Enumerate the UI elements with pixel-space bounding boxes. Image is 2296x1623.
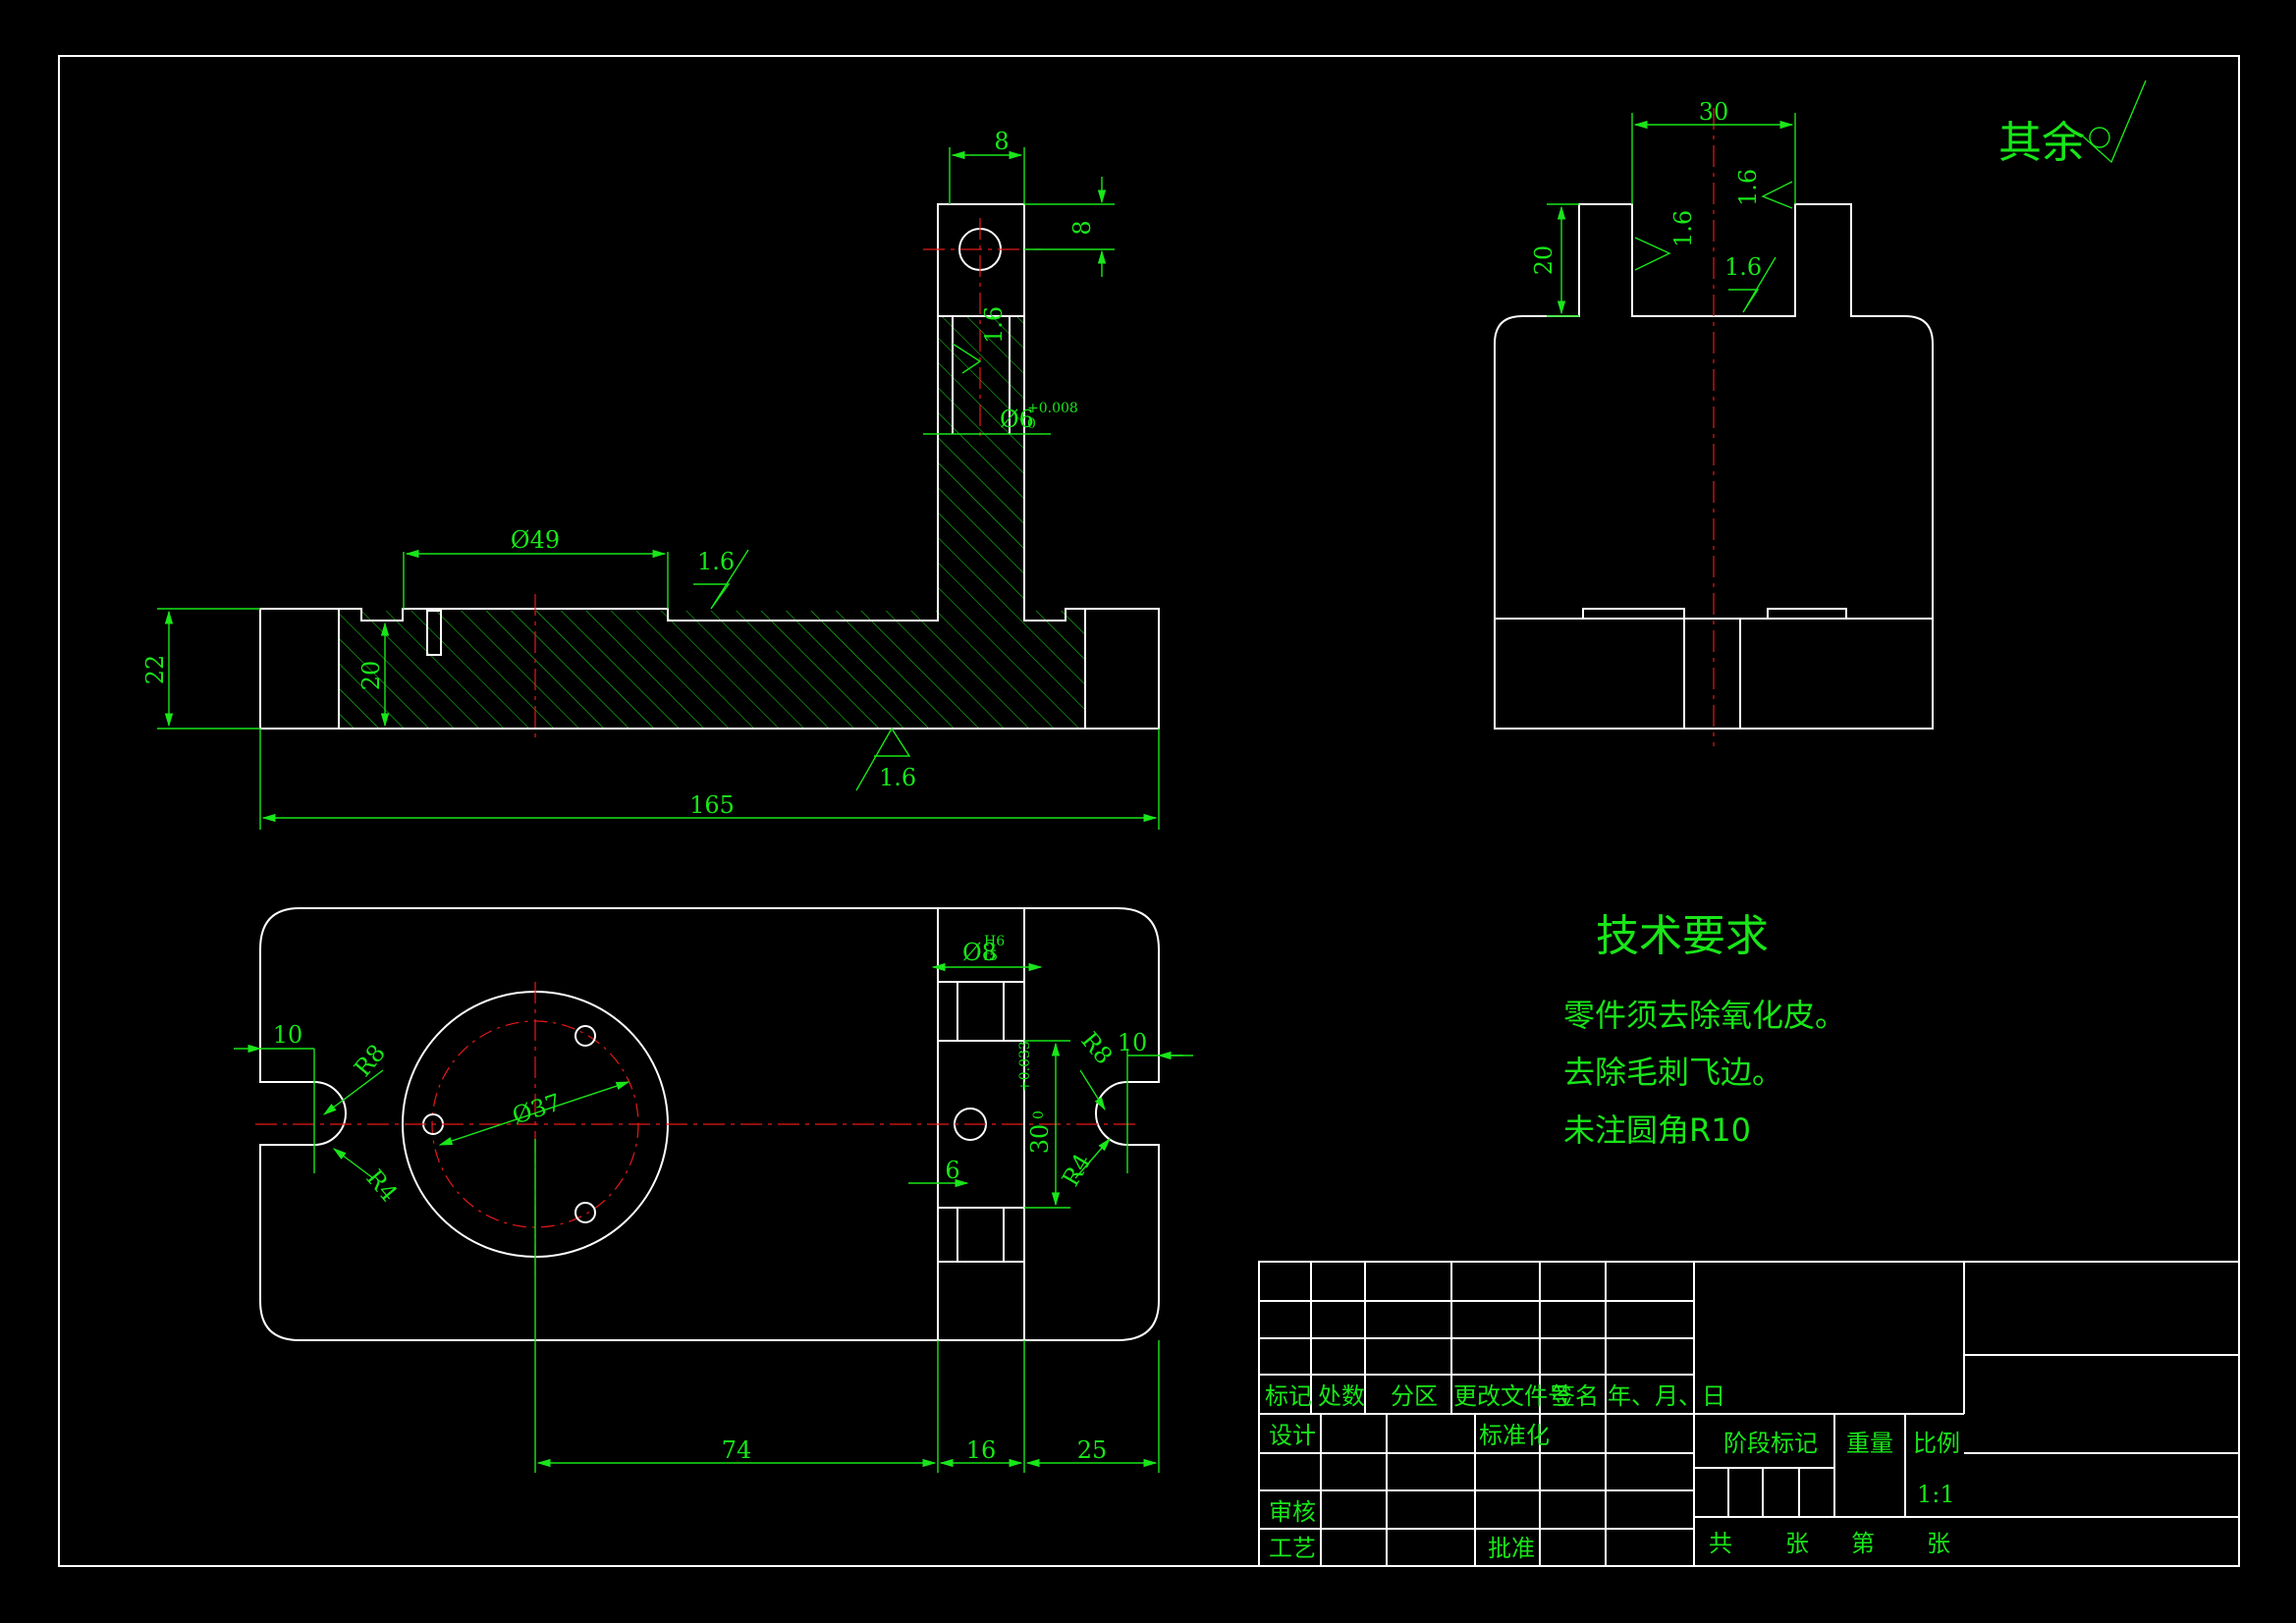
- tech-requirement-item: 去除毛刺飞边。: [1563, 1054, 1783, 1091]
- dim-counterbore: Ø49: [511, 526, 560, 554]
- roughness-icon: [1761, 181, 1793, 209]
- hatch-column: [938, 316, 1024, 611]
- dim-16: 16: [966, 1436, 997, 1464]
- title-block: 标记 处数 分区 更改文件号 签名 年、月、日 设计 标准化 审核 工艺 批准 …: [1258, 1261, 2240, 1567]
- front-section-view: 8 8 1.6 Ø6 +0.008 0 Ø49 1.6 22 20 1.6 16…: [141, 128, 1160, 830]
- roughness-note: 其余: [1998, 80, 2147, 168]
- dim-pitch-circle: Ø37: [509, 1089, 564, 1130]
- front-outline: [259, 203, 1160, 730]
- tb-standardize: 标准化: [1479, 1422, 1550, 1449]
- dim-slot-rough: 1.6: [980, 306, 1008, 344]
- tb-mark: 标记: [1265, 1382, 1312, 1410]
- dim-rough-b: 1.6: [1734, 169, 1762, 206]
- dim-top-height: 8: [1068, 220, 1096, 235]
- roughness-icon: [1728, 256, 1777, 313]
- tb-zone: 分区: [1391, 1382, 1438, 1410]
- dim-slot-depth: 20: [1530, 245, 1558, 276]
- sheet-border: [58, 55, 2240, 1567]
- dim-left-slot-r-outer: R8: [349, 1039, 391, 1082]
- tb-sheets2: 张: [1927, 1530, 1950, 1557]
- tb-scale-value: 1:1: [1917, 1481, 1955, 1508]
- tb-stage-mark: 阶段标记: [1723, 1430, 1818, 1457]
- roughness-circle-icon: [2089, 127, 2110, 148]
- dim-block-width: 30: [1026, 1124, 1054, 1155]
- dim-74: 74: [722, 1436, 752, 1464]
- plan-small-hole: [574, 1202, 596, 1223]
- dim-bottom-rough: 1.6: [879, 764, 916, 791]
- side-view: 30 20 1.6 1.6 1.6: [1494, 98, 1934, 746]
- tb-date: 年、月、日: [1608, 1382, 1725, 1410]
- dim-right-slot-offset: 10: [1118, 1029, 1148, 1056]
- tech-requirements-heading: 技术要求: [1596, 911, 1769, 961]
- tb-sheet-no: 第: [1851, 1530, 1875, 1557]
- dim-rough-c: 1.6: [1724, 253, 1762, 281]
- dim-total-length: 165: [689, 791, 735, 819]
- tb-scale-label: 比例: [1913, 1430, 1960, 1457]
- dim-left-slot-r-inner: R4: [360, 1164, 403, 1208]
- dim-right-slot-r-outer: R8: [1075, 1027, 1118, 1070]
- dim-rough-a: 1.6: [1669, 210, 1697, 247]
- tech-requirement-item: 未注圆角R10: [1563, 1111, 1751, 1149]
- tb-approve: 批准: [1488, 1535, 1535, 1562]
- tb-review: 审核: [1269, 1498, 1316, 1526]
- dim-bore-tol-lower: 0: [1027, 416, 1036, 432]
- dim-25: 25: [1077, 1436, 1108, 1464]
- dim-left-slot-offset: 10: [273, 1021, 303, 1049]
- roughness-note-prefix: 其余: [1998, 118, 2085, 168]
- front-pin: [426, 610, 442, 656]
- dim-total-height: 22: [141, 655, 169, 685]
- side-outline: [1494, 203, 1934, 730]
- tb-process: 工艺: [1269, 1535, 1316, 1562]
- tech-requirement-item: 零件须去除氧化皮。: [1563, 997, 1846, 1034]
- tb-signature: 签名: [1552, 1382, 1599, 1410]
- dim-hole-offset: 6: [945, 1157, 959, 1184]
- dim-bore-tol-upper: +0.008: [1027, 401, 1078, 416]
- tb-count: 处数: [1318, 1382, 1365, 1410]
- tb-weight: 重量: [1846, 1430, 1893, 1457]
- dim-pin-hole: Ø8: [962, 939, 997, 966]
- dim-bore: Ø6: [1000, 406, 1034, 433]
- dim-top-width: 8: [994, 128, 1009, 155]
- dim-pin-tol-lower: f5: [984, 948, 998, 964]
- roughness-icon: [1634, 237, 1671, 271]
- tb-change-doc: 更改文件号: [1453, 1382, 1571, 1410]
- plan-view: Ø8 H6 f5 10 R8 R4 Ø37 10 R8 R4 30 +0.033…: [234, 907, 1193, 1473]
- dim-pin-tol-upper: H6: [984, 934, 1005, 949]
- roughness-icon: [952, 343, 982, 374]
- dim-base-height: 20: [357, 661, 385, 691]
- dim-counterbore-rough: 1.6: [697, 548, 735, 575]
- roughness-check-icon: [2081, 80, 2147, 164]
- roughness-icon: [693, 549, 749, 610]
- tb-sheets: 张: [1785, 1530, 1809, 1557]
- dim-slot-width: 30: [1699, 98, 1729, 126]
- dim-right-slot-r-inner: R4: [1057, 1149, 1097, 1191]
- hatch-base: [339, 611, 1085, 729]
- tb-design: 设计: [1269, 1422, 1316, 1449]
- dim-block-tol-upper: +0.033: [1017, 1041, 1033, 1092]
- dim-block-tol-lower: 0: [1031, 1110, 1047, 1119]
- roughness-icon: [855, 727, 911, 791]
- tb-total: 共: [1709, 1530, 1732, 1557]
- tech-requirements: 技术要求 零件须去除氧化皮。 去除毛刺飞边。 未注圆角R10: [1563, 911, 1846, 1149]
- plan-outline: [259, 907, 1160, 1341]
- plan-small-hole: [574, 1025, 596, 1047]
